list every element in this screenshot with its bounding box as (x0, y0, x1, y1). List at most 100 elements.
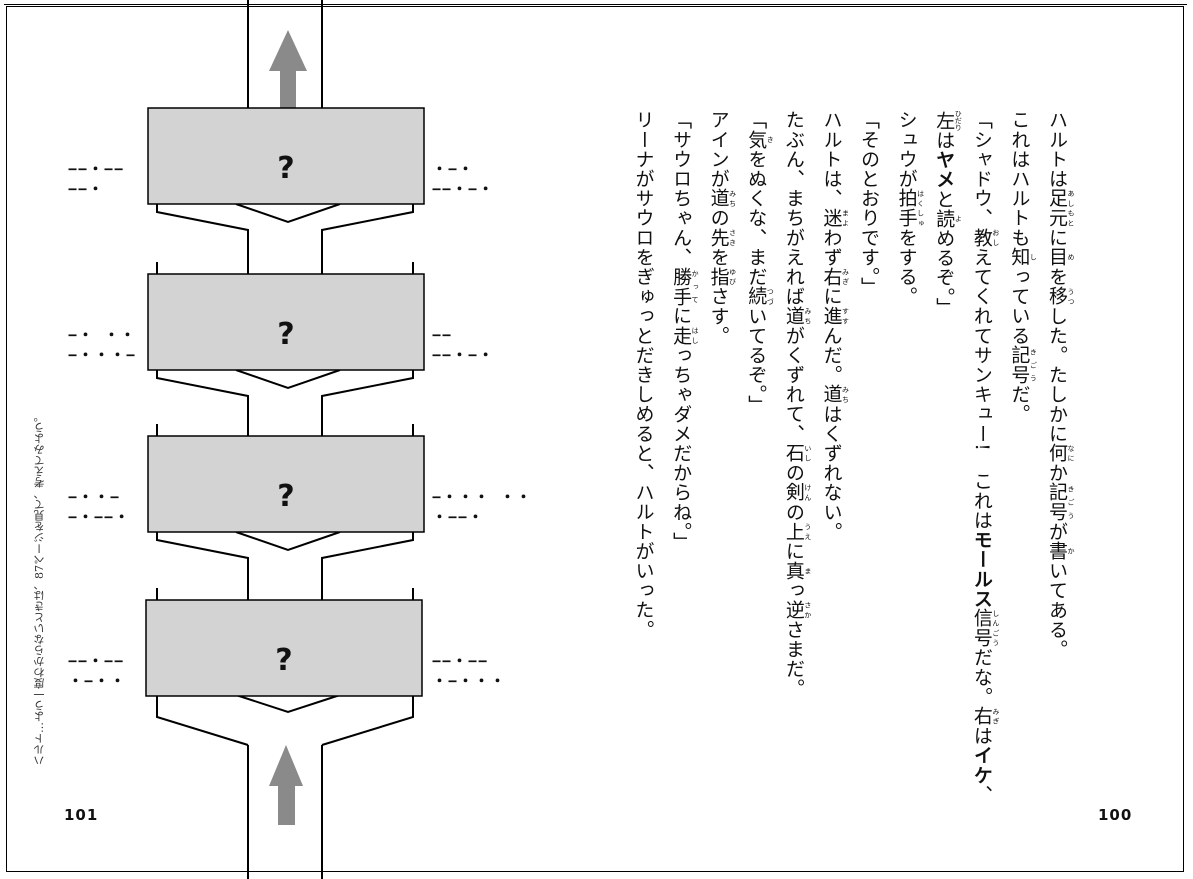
path-diagram: ?−−・−−−−・・−・−−・−・?−・ ・・−・・・−−−−−・−・?−・・−… (68, 0, 532, 879)
text-run: の (707, 208, 730, 228)
question-box-group: ?−・ ・・−・・・−−−−−・−・ (68, 273, 494, 436)
text-run: 勝手かって (670, 266, 700, 307)
text-run: 進すす (820, 306, 850, 326)
morse-code-left: −・・− (68, 488, 120, 506)
road-fork (235, 369, 341, 390)
morse-code-right: −−・−・ (432, 180, 494, 198)
text-run: んだ。 (820, 325, 843, 385)
text-run: さす。 (707, 286, 730, 346)
text-run: 気き (745, 129, 775, 150)
text-run: 信号しんごう (970, 608, 1000, 648)
text-run: だな。 (970, 647, 993, 707)
road-fork (235, 203, 341, 224)
text-run: 、 (970, 784, 993, 805)
road-edge (156, 204, 249, 274)
road-fork (235, 531, 341, 552)
question-box (147, 273, 425, 371)
morse-code-right: −− (432, 326, 452, 344)
text-run: たぶん、まちがえれば (782, 110, 805, 306)
morse-code-left: −・ ・・ (68, 326, 136, 344)
text-run: に (670, 306, 693, 326)
morse-code-left: −・−−・ (68, 508, 130, 526)
question-mark: ? (277, 151, 294, 186)
text-run: 拍手はくしゅ (895, 188, 925, 228)
question-box-group: ?−−・−−・−・・−−・−−・−・・・ (68, 599, 505, 697)
text-run: した。たしかに (1046, 306, 1068, 444)
text-run: が (1046, 521, 1068, 542)
morse-code-right: −・・・ ・・ (432, 488, 532, 506)
page-number-left: 101 (64, 806, 99, 824)
text-run: をぬくな、まだ (745, 149, 768, 287)
text-line: 左ひだりはヤメと読よめるぞ。」 (925, 110, 963, 710)
text-line: 「気きをぬくな、まだ続つづいてるぞ。」 (737, 110, 775, 710)
text-run: 「シャドウ、 (970, 110, 993, 228)
text-run: 読よ (933, 208, 963, 229)
text-run: わず (820, 227, 843, 267)
story-text: ハルトは足元あしもとに目めを移うつした。たしかに何なにか記号きごうが書かいてある… (632, 110, 1075, 804)
text-run: 目め (1046, 247, 1075, 267)
text-run: 走はし (670, 325, 700, 346)
morse-code-right: −−・−− (432, 652, 488, 670)
text-run: 右みぎ (820, 266, 850, 287)
road-edge (321, 695, 414, 746)
morse-code-left: −−・−− (68, 160, 124, 178)
morse-code-left: −−・−− (68, 652, 124, 670)
text-run: 道みち (820, 384, 850, 405)
text-line: リーナがサウロをぎゅっとだきしめると、ハルトがいった。 (624, 110, 662, 710)
text-run: 何なに (1046, 443, 1075, 463)
text-run: ハルトは、 (820, 110, 843, 208)
text-line: これはハルトも知しっている記号きごうだ。 (1000, 110, 1038, 710)
text-run: 右みぎ (970, 706, 1000, 726)
page-top-rule (4, 4, 1187, 5)
text-run: 道みち (782, 306, 812, 326)
road-edge (156, 370, 249, 436)
text-run: 石いし (782, 443, 812, 463)
text-run: っている (1008, 266, 1031, 346)
text-run: に (1046, 227, 1068, 248)
question-mark: ? (277, 317, 294, 352)
text-run: 続つづ (745, 286, 775, 307)
road-fork (235, 694, 341, 714)
text-run: 真ま (782, 560, 812, 581)
text-run: 記号きごう (1008, 345, 1038, 385)
bold-term: イケ (970, 745, 993, 785)
text-run: 左ひだり (933, 110, 963, 131)
text-line: 「シャドウ、教おしえてくれてサンキュー! これはモールス信号しんごうだな。右みぎ… (962, 110, 1000, 804)
text-run: 迷まよ (820, 208, 850, 228)
text-run: 足元あしもと (1046, 188, 1075, 228)
text-run: は (933, 130, 956, 150)
question-box (147, 435, 425, 533)
text-run: 知し (1008, 247, 1038, 267)
text-line: たぶん、まちがえれば道みちがくずれて、石いしの剣けんの上うえに真まっ逆さかさまだ… (774, 110, 812, 710)
text-line: ハルトは足元あしもとに目めを移うつした。たしかに何なにか記号きごうが書かいてある… (1037, 110, 1075, 710)
text-line: ハルトは、迷まよわず右みぎに進すすんだ。道みちはくずれない。 (812, 110, 850, 710)
text-run: 剣けん (782, 482, 812, 503)
text-run: 道みち (707, 188, 737, 209)
text-run: 「 (745, 110, 768, 130)
question-box-group: ?−−・−−−−・・−・−−・−・ (68, 107, 494, 274)
text-run: えてくれてサンキュー! これは (970, 247, 993, 530)
text-line: 「サウロちゃん、勝手かってに走はしっちゃダメだからね。」 (661, 110, 699, 710)
text-run: の (782, 502, 805, 522)
text-run: いてある。 (1046, 560, 1068, 659)
text-run: を (1046, 266, 1068, 287)
bold-term: ヤメ (933, 149, 956, 190)
text-line: アインが道みちの先さきを指ゆびさす。 (699, 110, 737, 710)
text-run: 先さき (707, 227, 737, 248)
text-run: 移うつ (1046, 286, 1075, 307)
question-box (145, 599, 423, 697)
text-run: 書か (1046, 541, 1075, 561)
morse-code-right: ・−・ (432, 160, 474, 178)
page-number-right: 100 (1098, 806, 1133, 824)
text-run: 記号きごう (1046, 482, 1075, 522)
text-run: いてるぞ。」 (745, 306, 768, 415)
text-run: アインが (707, 110, 730, 189)
question-box-group: ?−・・−−・−−・−・・・ ・・・−−・ (68, 435, 532, 600)
text-run: シュウが (895, 110, 918, 189)
text-run: 指ゆび (707, 266, 737, 287)
morse-code-right: −−・−・ (432, 346, 494, 364)
up-arrow-bottom (269, 745, 303, 825)
text-run: か (1046, 462, 1068, 483)
text-run: 「サウロちゃん、 (670, 110, 693, 267)
text-line: 「そのとおりです。」 (849, 110, 887, 710)
